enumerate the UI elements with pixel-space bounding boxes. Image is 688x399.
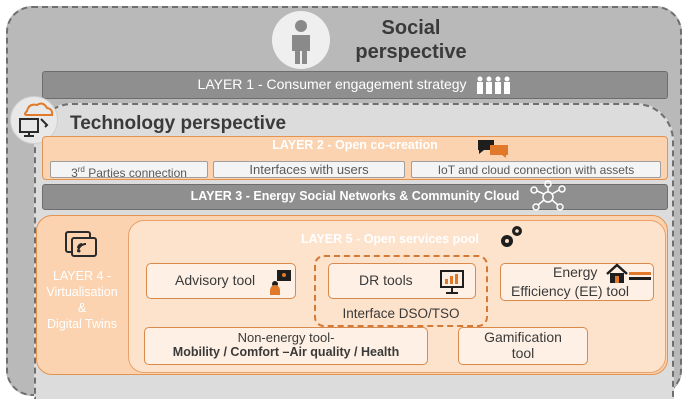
people-group-icon — [477, 76, 511, 95]
layer4-label: LAYER 4 - Virtualisation & Digital Twins — [36, 268, 128, 332]
social-perspective-title: Social perspective — [336, 16, 486, 64]
house-energy-icon — [606, 263, 651, 283]
interface-dso-tso-label: Interface DSO/TSO — [342, 306, 460, 321]
cloud-monitor-icon — [19, 102, 54, 137]
layer5-label: LAYER 5 - Open services pool — [300, 232, 480, 246]
chat-bubbles-icon — [478, 140, 508, 158]
third-parties-superscript: rd — [77, 165, 85, 174]
gamification-tool-card: Gamification tool — [458, 327, 588, 365]
gamification-line2: tool — [511, 345, 535, 361]
layer2-title: LAYER 2 - Open co-creation — [42, 138, 668, 152]
energy-line1: Energy — [553, 264, 598, 280]
tablet-wireless-icon — [65, 231, 97, 257]
interfaces-with-users: Interfaces with users — [213, 161, 405, 178]
social-title-line1: Social — [381, 17, 441, 39]
energy-efficiency-tool-card: Energy Efficiency (EE) tool — [500, 263, 654, 301]
non-energy-line2: Mobility / Comfort –Air quality / Health — [172, 345, 400, 359]
third-parties-number: 3 — [71, 166, 78, 180]
layer3-label: LAYER 3 - Energy Social Networks & Commu… — [190, 189, 520, 203]
third-parties-text: Parties connection — [84, 166, 187, 180]
social-title-line2: perspective — [355, 41, 467, 63]
layer1-bar: LAYER 1 - Consumer engagement strategy — [42, 71, 668, 99]
dr-tools-card: DR tools — [328, 263, 476, 299]
layer2-label: LAYER 2 - Open co-creation — [272, 138, 438, 152]
third-parties-connection: 3rd Parties connection — [50, 161, 208, 180]
layer4-line1: LAYER 4 - — [52, 269, 112, 283]
non-energy-line1: Non-energy tool- — [237, 330, 335, 345]
dso-tso-dashed-group — [314, 255, 488, 327]
gamification-line1: Gamification — [484, 329, 562, 345]
technology-perspective-title: Technology perspective — [70, 113, 287, 134]
layer4-line4: Digital Twins — [47, 317, 117, 331]
advisory-tool-label: Advisory tool — [175, 272, 256, 288]
monitor-chart-icon — [440, 270, 464, 294]
energy-line2: Efficiency (EE) tool — [511, 283, 630, 299]
iot-cloud-connection: IoT and cloud connection with assets — [411, 161, 661, 178]
advisor-board-icon — [270, 270, 291, 295]
layer3-bar: LAYER 3 - Energy Social Networks & Commu… — [42, 184, 668, 210]
advisory-tool-card: Advisory tool — [146, 263, 296, 299]
non-energy-tool-card: Non-energy tool- Mobility / Comfort –Air… — [144, 327, 428, 365]
layer4-line2: Virtualisation — [46, 285, 118, 299]
person-icon-badge — [272, 11, 330, 69]
network-icon — [530, 180, 566, 211]
gears-icon — [501, 226, 522, 247]
iot-label: IoT and cloud connection with assets — [437, 163, 635, 177]
layer4-line3: & — [77, 301, 87, 315]
person-icon — [292, 20, 310, 64]
interfaces-label: Interfaces with users — [249, 162, 369, 177]
dr-tools-label: DR tools — [359, 272, 413, 288]
layer1-label: LAYER 1 - Consumer engagement strategy — [197, 76, 467, 92]
